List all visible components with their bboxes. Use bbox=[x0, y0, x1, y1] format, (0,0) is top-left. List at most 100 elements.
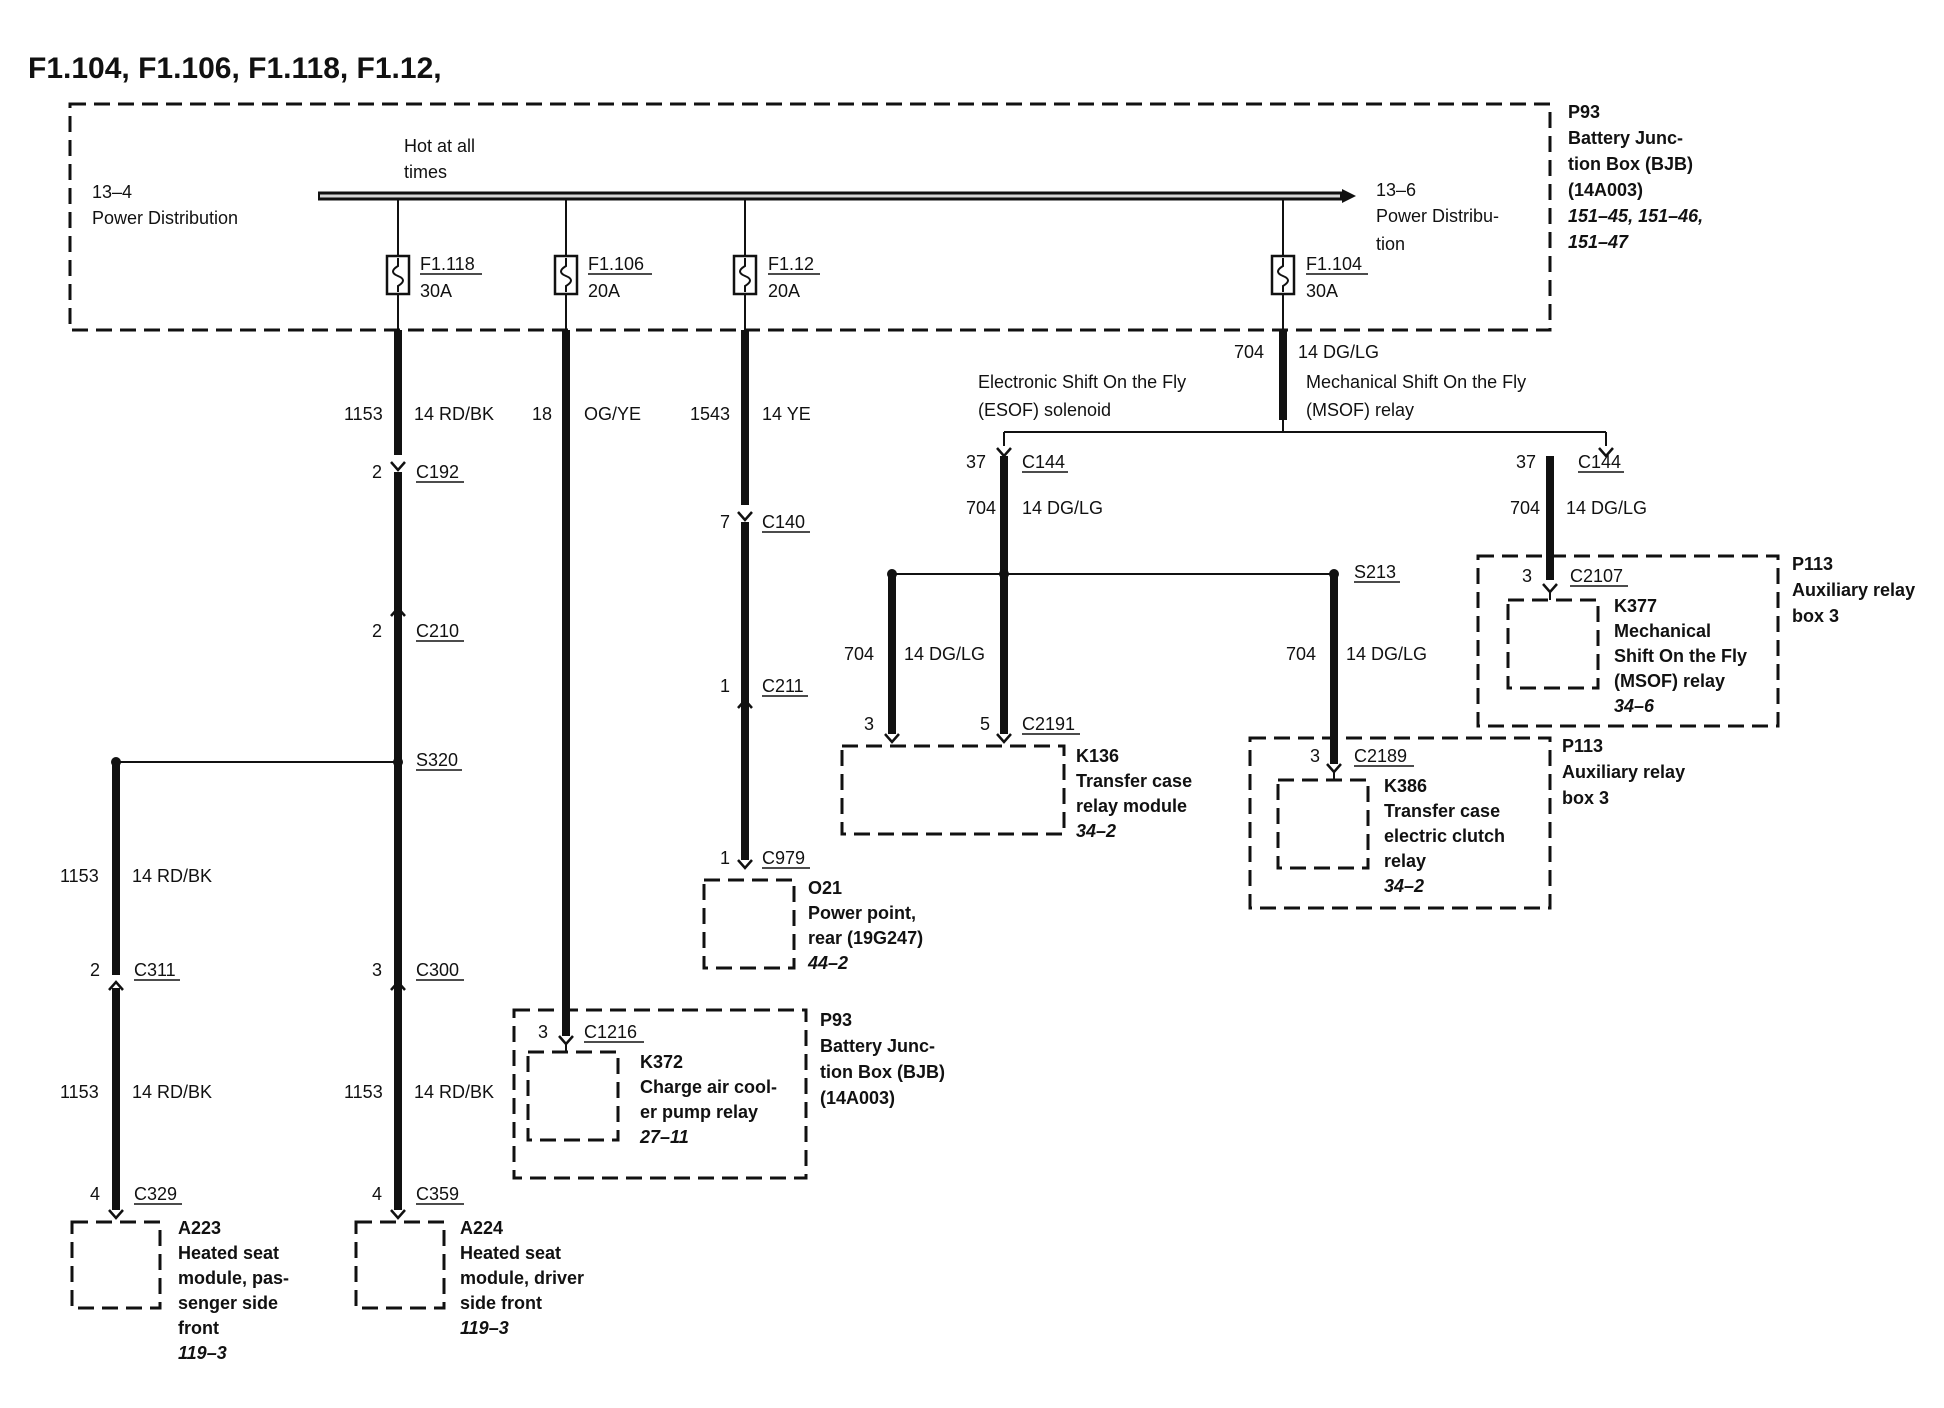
connector-c144-right: 37 C144 bbox=[1516, 447, 1624, 473]
connector-name: C359 bbox=[416, 1184, 459, 1204]
wire-circuit: 704 bbox=[1510, 498, 1540, 518]
connector-c144-left: 37 C144 bbox=[966, 447, 1068, 473]
component-label: Heated seat bbox=[178, 1243, 279, 1263]
component-id: K136 bbox=[1076, 746, 1119, 766]
component-label: Auxiliary relay bbox=[1562, 762, 1685, 782]
wire-color: 14 RD/BK bbox=[132, 1082, 212, 1102]
component-a223: A223 Heated seat module, pas- senger sid… bbox=[70, 1218, 289, 1363]
connector-c2191: 3 5 C2191 bbox=[864, 714, 1080, 744]
connector-name: C144 bbox=[1022, 452, 1065, 472]
right-power-distribution: tion bbox=[1376, 234, 1405, 254]
wire-color: 14 DG/LG bbox=[1566, 498, 1647, 518]
connector-pin: 5 bbox=[980, 714, 990, 734]
option-msof-label: (MSOF) relay bbox=[1306, 400, 1414, 420]
component-label: box 3 bbox=[1562, 788, 1609, 808]
connector-pin: 1 bbox=[720, 848, 730, 868]
fuse-f1-104: F1.104 30A bbox=[1270, 200, 1368, 301]
bjb-name-line: (14A003) bbox=[1568, 180, 1643, 200]
component-ref: 34–2 bbox=[1384, 876, 1424, 896]
splice-name: S320 bbox=[416, 750, 458, 770]
wire-color: 14 RD/BK bbox=[414, 404, 494, 424]
connector-name: C2189 bbox=[1354, 746, 1407, 766]
bjb-box bbox=[68, 102, 1552, 332]
connector-name: C140 bbox=[762, 512, 805, 532]
connector-c140: 7 C140 bbox=[720, 511, 810, 533]
component-o21: O21 Power point, rear (19G247) 44–2 bbox=[702, 878, 923, 973]
bjb-id: P93 bbox=[1568, 102, 1600, 122]
connector-c311: 2 C311 bbox=[90, 960, 180, 991]
wire-circuit: 704 bbox=[1286, 644, 1316, 664]
connector-c300: 3 C300 bbox=[372, 960, 464, 991]
fuse-rating: 20A bbox=[768, 281, 800, 301]
option-msof-label: Mechanical Shift On the Fly bbox=[1306, 372, 1526, 392]
connector-pin: 3 bbox=[372, 960, 382, 980]
wire-704-top bbox=[1003, 294, 1607, 446]
fuse-rating: 30A bbox=[420, 281, 452, 301]
component-k386-box: 3 C2189 K386 Transfer case electric clut… bbox=[1248, 736, 1552, 910]
fuse-f1-118: F1.118 30A bbox=[385, 200, 482, 301]
wire-circuit: 704 bbox=[844, 644, 874, 664]
left-ref: 13–4 bbox=[92, 182, 132, 202]
component-ref: 44–2 bbox=[807, 953, 848, 973]
bjb-label: P93 Battery Junc- tion Box (BJB) (14A003… bbox=[1568, 102, 1703, 252]
wire-color: 14 DG/LG bbox=[1022, 498, 1103, 518]
connector-pin: 37 bbox=[1516, 452, 1536, 472]
component-id: A223 bbox=[178, 1218, 221, 1238]
component-id: A224 bbox=[460, 1218, 503, 1238]
p93-bottom-label: P93 Battery Junc- tion Box (BJB) (14A003… bbox=[820, 1010, 945, 1108]
component-label: side front bbox=[460, 1293, 542, 1313]
wire-704-esof bbox=[887, 456, 1339, 764]
component-label: Auxiliary relay bbox=[1792, 580, 1915, 600]
component-label: relay bbox=[1384, 851, 1426, 871]
connector-c359: 4 C359 bbox=[372, 1184, 464, 1220]
component-label: module, pas- bbox=[178, 1268, 289, 1288]
component-k136: K136 Transfer case relay module 34–2 bbox=[840, 744, 1192, 841]
component-label: Heated seat bbox=[460, 1243, 561, 1263]
connector-name: C2191 bbox=[1022, 714, 1075, 734]
connector-pin: 1 bbox=[720, 676, 730, 696]
connector-c979: 1 C979 bbox=[720, 848, 810, 870]
connector-name: C300 bbox=[416, 960, 459, 980]
wire-color: 14 DG/LG bbox=[1298, 342, 1379, 362]
connector-name: C210 bbox=[416, 621, 459, 641]
wire-color: 14 DG/LG bbox=[1346, 644, 1427, 664]
left-power-distribution: Power Distribution bbox=[92, 208, 238, 228]
fuse-rating: 20A bbox=[588, 281, 620, 301]
wire-circuit: 1153 bbox=[344, 1082, 383, 1102]
component-label: (MSOF) relay bbox=[1614, 671, 1725, 691]
fuse-name: F1.106 bbox=[588, 254, 644, 274]
connector-c1216: 3 C1216 bbox=[538, 1022, 644, 1052]
connector-pin: 2 bbox=[372, 462, 382, 482]
right-ref: 13–6 bbox=[1376, 180, 1416, 200]
component-label: front bbox=[178, 1318, 219, 1338]
component-label: senger side bbox=[178, 1293, 278, 1313]
power-bus-bar bbox=[318, 189, 1356, 203]
bjb-name-line: tion Box (BJB) bbox=[1568, 154, 1693, 174]
diagram-title: F1.104, F1.106, F1.118, F1.12, bbox=[28, 52, 442, 85]
splice-name: S213 bbox=[1354, 562, 1396, 582]
component-id: O21 bbox=[808, 878, 842, 898]
connector-name: C211 bbox=[762, 676, 804, 696]
component-id: K377 bbox=[1614, 596, 1657, 616]
connector-name: C979 bbox=[762, 848, 805, 868]
fuse-name: F1.12 bbox=[768, 254, 814, 274]
splice-s213: S213 bbox=[1354, 562, 1400, 583]
wire-circuit: 1153 bbox=[60, 866, 99, 886]
connector-c211: 1 C211 bbox=[720, 676, 808, 709]
component-k372-box: 3 C1216 K372 Charge air cool- er pump re… bbox=[512, 1008, 808, 1180]
component-label: Transfer case bbox=[1076, 771, 1192, 791]
component-label: rear (19G247) bbox=[808, 928, 923, 948]
connector-name: C144 bbox=[1578, 452, 1621, 472]
wire-color: OG/YE bbox=[584, 404, 641, 424]
component-id: P113 bbox=[1792, 554, 1833, 574]
hot-at-all-times-label: Hot at all bbox=[404, 136, 475, 156]
component-k377-box: 3 C2107 K377 Mechanical Shift On the Fly… bbox=[1476, 554, 1780, 728]
connector-name: C2107 bbox=[1570, 566, 1623, 586]
bjb-name-line: Battery Junc- bbox=[1568, 128, 1683, 148]
component-id: P113 bbox=[1562, 736, 1603, 756]
p113-label-k386: P113 Auxiliary relay box 3 bbox=[1562, 736, 1685, 808]
wire-circuit: 704 bbox=[1234, 342, 1264, 362]
fuse-name: F1.118 bbox=[420, 254, 475, 274]
wire-circuit: 1153 bbox=[344, 404, 383, 424]
